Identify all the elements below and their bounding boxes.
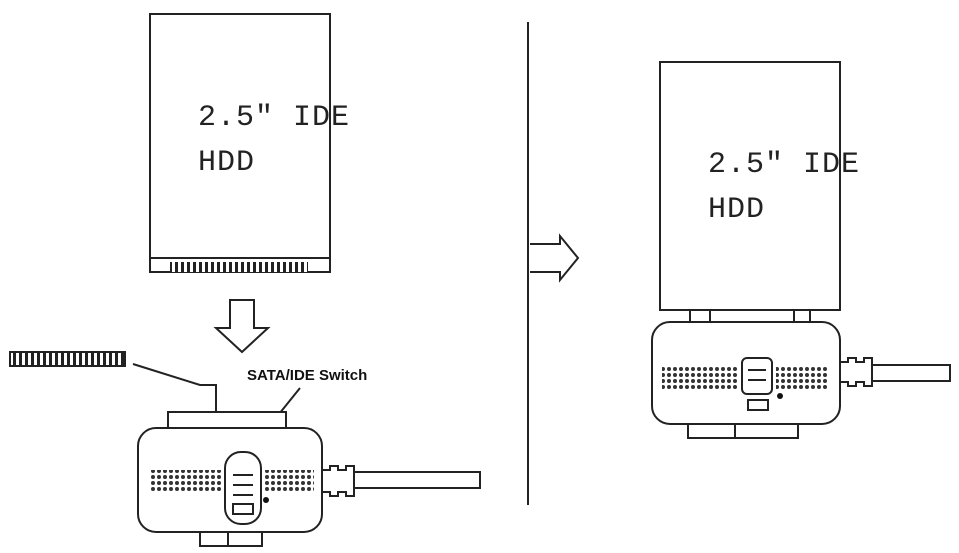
hdd-right: 2.5″ IDE HDD xyxy=(659,61,860,311)
hdd-left-label-line1: 2.5″ IDE xyxy=(198,101,350,135)
left-assembly-panel: 2.5″ IDE HDD SATA/IDE Switch xyxy=(9,13,481,547)
mini-usb-port xyxy=(232,503,254,515)
right-assembled-panel: 2.5″ IDE HDD xyxy=(651,61,951,439)
grille-left-b xyxy=(264,470,314,492)
adapter-left xyxy=(137,411,481,547)
switch-callout-label: SATA/IDE Switch xyxy=(247,367,367,384)
usb-cable-right xyxy=(871,364,951,382)
grille-right-b xyxy=(776,367,828,389)
ide-ribbon-connector xyxy=(9,351,217,412)
hdd-left-label-line2: HDD xyxy=(198,146,255,180)
adapter-right xyxy=(651,309,951,439)
hdd-left: 2.5″ IDE HDD xyxy=(149,13,350,273)
right-arrow-icon xyxy=(530,233,580,283)
grille-right-a xyxy=(662,367,738,389)
mini-usb-port-right xyxy=(747,399,769,411)
down-arrow-icon xyxy=(213,299,271,354)
sata-ide-switch-right xyxy=(741,357,773,395)
usb-cable xyxy=(353,471,481,489)
grille-left-a xyxy=(150,470,222,492)
power-led xyxy=(263,497,269,503)
hdd-right-label-line2: HDD xyxy=(708,193,765,227)
hdd-right-label-line1: 2.5″ IDE xyxy=(708,148,860,182)
power-led-right xyxy=(777,393,783,399)
